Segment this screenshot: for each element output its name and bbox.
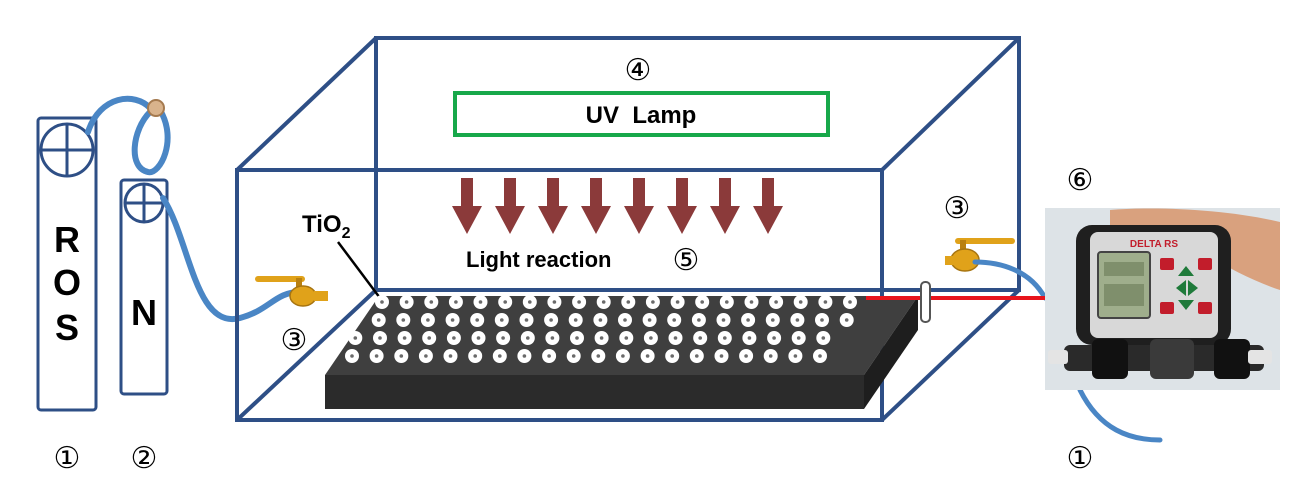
cylinder-n-label: N (131, 292, 157, 333)
analyzer-key-icon (1160, 302, 1174, 314)
valve-left (255, 276, 328, 307)
uv-lamp-label: UV Lamp (586, 102, 697, 129)
catalyst-plate-side (864, 296, 918, 409)
light-arrow-icon (452, 178, 482, 234)
cylinder-ros-label-s: S (55, 307, 79, 348)
valve-left-body (289, 285, 317, 307)
gas-tubing (85, 95, 303, 323)
cylinder-n-number: ② (131, 441, 158, 476)
analyzer-key-icon (1198, 258, 1212, 270)
tube-connector-icon (147, 99, 165, 117)
valve-right-handle (955, 238, 1015, 244)
uv-lamp: UV Lamp (453, 91, 830, 137)
light-arrow-icon (624, 178, 654, 234)
cylinder-n-body (119, 178, 169, 396)
analyzer-photo: DELTA RS (1045, 208, 1280, 390)
analyzer-up-arrow-icon (1178, 266, 1194, 276)
light-arrow-icon (581, 178, 611, 234)
analyzer-down-arrow-icon (1178, 300, 1194, 310)
cylinder-ros-label-o: O (53, 262, 81, 303)
cylinder-n: N (119, 178, 169, 396)
cylinder-ros-body (36, 116, 98, 412)
cylinder-ros-label-r: R (54, 219, 80, 260)
catalyst-plate-front (325, 375, 864, 409)
cylinder-ros-number: ① (54, 441, 81, 476)
probe-port-icon (920, 281, 931, 323)
light-arrows (452, 178, 783, 234)
cylinder-ros: R O S (36, 116, 98, 412)
analyzer-key-icon (1198, 302, 1212, 314)
valve-right-number: ③ (944, 191, 971, 226)
analyzer-right-arrow-icon (1188, 280, 1198, 296)
outlet-number: ① (1067, 441, 1094, 476)
analyzer-number: ⑥ (1067, 163, 1094, 198)
chamber-number: ④ (625, 53, 652, 88)
valve-left-number: ③ (281, 323, 308, 358)
exhaust-tube (1077, 387, 1163, 443)
chamber-frame (235, 36, 1021, 422)
light-arrow-icon (667, 178, 697, 234)
analyzer-brand-label: DELTA RS (1130, 239, 1178, 250)
catalyst-coating-dots (345, 295, 857, 363)
outlet-tube (972, 259, 1048, 301)
analyzer-key-icon (1160, 258, 1174, 270)
valve-left-handle (255, 276, 305, 282)
light-arrow-icon (753, 178, 783, 234)
light-arrow-icon (710, 178, 740, 234)
light-arrow-icon (538, 178, 568, 234)
light-reaction-label: Light reaction (466, 247, 611, 272)
catalyst-plate (325, 295, 918, 409)
analyzer-left-arrow-icon (1176, 280, 1186, 296)
uv-lamp-box (453, 91, 830, 137)
light-arrow-icon (495, 178, 525, 234)
light-reaction-number: ⑤ (673, 243, 700, 278)
tio2-label: TiO2 (302, 211, 351, 242)
